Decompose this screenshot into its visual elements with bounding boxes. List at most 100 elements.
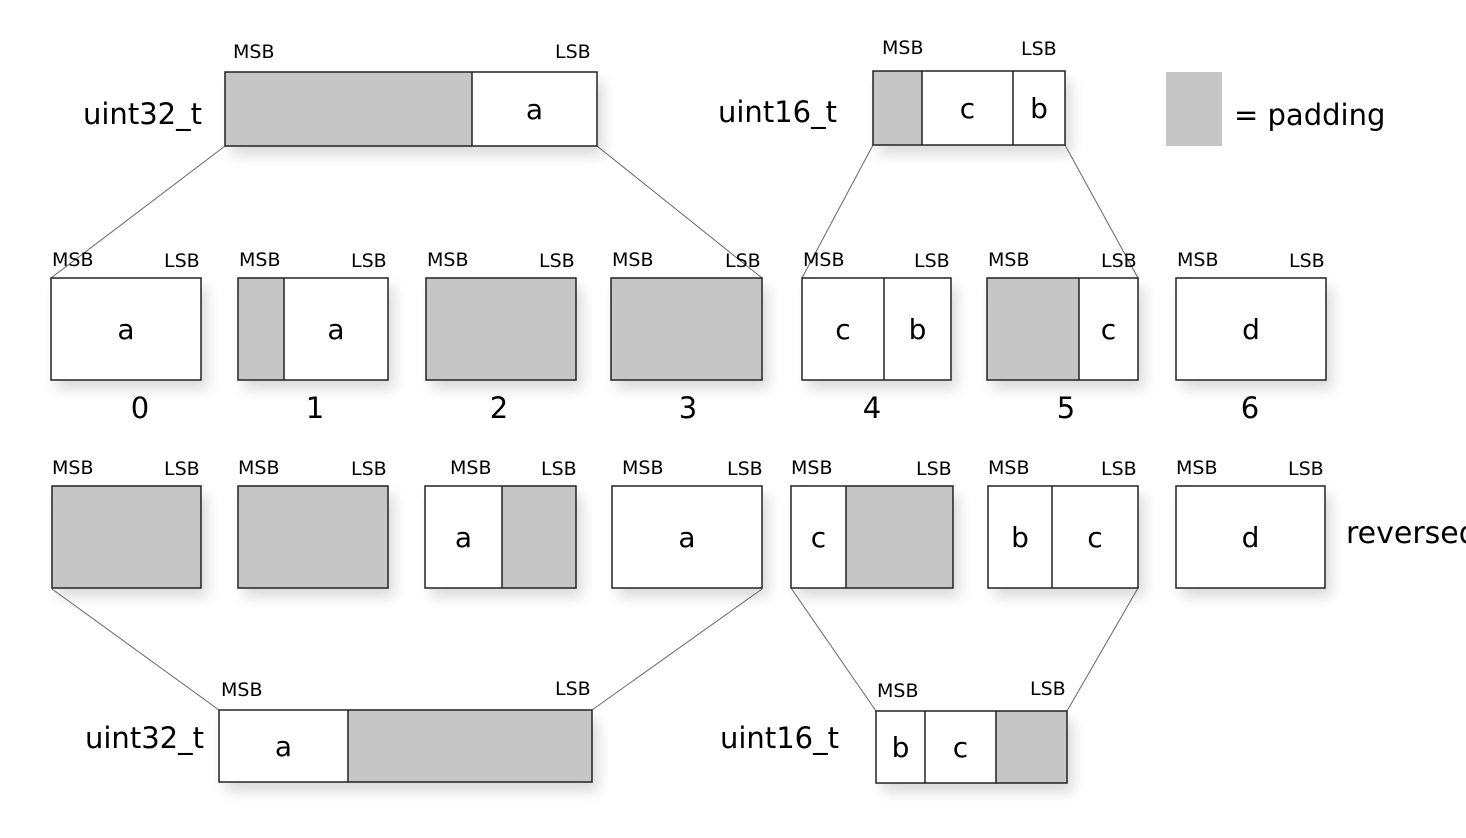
top-uint32-word-msb-label: MSB (233, 41, 275, 63)
byte-0-box-cell-a (51, 278, 201, 380)
reversed-byte-2-box-border (424, 485, 577, 589)
connector-top-u32-right (596, 145, 763, 279)
byte-4-box-cell-label: b (909, 313, 927, 346)
reversed-byte-5-box-border (987, 485, 1139, 589)
top-uint16-word-padding-cell (873, 71, 922, 145)
reversed-byte-6-box-msb-label: MSB (1176, 457, 1218, 479)
byte-2-box-border (425, 277, 577, 381)
byte-index-3: 3 (679, 391, 697, 425)
byte-0-box-border (50, 277, 202, 381)
byte-2-box-padding-cell (426, 278, 576, 380)
connector-bottom-u16-right (1066, 587, 1139, 712)
reversed-byte-1-box-lsb-label: LSB (351, 458, 387, 480)
byte-5-box-cell-c (1079, 278, 1138, 380)
bottom-uint32-word-border (218, 709, 593, 783)
byte-3-box-lsb-label: LSB (725, 250, 761, 272)
top-uint32-word-padding-cell (225, 72, 472, 146)
byte-index-4: 4 (863, 391, 881, 425)
reversed-byte-6-box-cell-d (1176, 486, 1325, 588)
byte-5-box-border (986, 277, 1139, 381)
reversed-byte-4-box-lsb-label: LSB (916, 458, 952, 480)
bottom-uint32-word-msb-label: MSB (221, 679, 263, 701)
reversed-byte-1-box-msb-label: MSB (238, 457, 280, 479)
byte-index-5: 5 (1057, 391, 1075, 425)
connector-bottom-u32-left (51, 588, 220, 711)
legend-label: = padding (1234, 98, 1385, 132)
byte-5-box-msb-label: MSB (988, 249, 1030, 271)
reversed-byte-2-box-msb-label: MSB (450, 457, 492, 479)
reversed-byte-4-box-cell-c (791, 486, 846, 588)
reversed-byte-0-box-lsb-label: LSB (164, 458, 200, 480)
top-uint32-word-lsb-label: LSB (555, 41, 591, 63)
reversed-byte-5-box-msb-label: MSB (988, 457, 1030, 479)
reversed-byte-6-box-lsb-label: LSB (1288, 458, 1324, 480)
byte-4-box-cell-b (884, 278, 951, 380)
byte-1-box-cell-a (284, 278, 388, 380)
reversed-label: reversed (1346, 516, 1466, 551)
byte-index-2: 2 (490, 391, 508, 425)
connector-top-u32-left (50, 145, 226, 279)
reversed-byte-1-box: MSB LSB (237, 457, 389, 589)
connector-lines (50, 144, 1139, 712)
reversed-byte-6-box-cell-label: d (1242, 521, 1260, 554)
byte-2-box-msb-label: MSB (427, 249, 469, 271)
bottom-uint16-word-cell-c (925, 711, 996, 783)
legend: = padding (1166, 72, 1385, 146)
bottom-uint16-word-border (875, 710, 1068, 784)
byte-4-box-msb-label: MSB (803, 249, 845, 271)
byte-0-box-lsb-label: LSB (164, 250, 200, 272)
byte-2-box: MSB LSB (425, 249, 577, 381)
byte-4-box-border (801, 277, 952, 381)
byte-6-box-cell-label: d (1242, 313, 1260, 346)
reversed-byte-0-box-msb-label: MSB (52, 457, 94, 479)
top-uint32-word-border (224, 71, 598, 147)
reversed-byte-3-box-border (611, 485, 763, 589)
reversed-byte-6-box-border (1175, 485, 1326, 589)
top-uint32-word-cell-a (472, 72, 597, 146)
reversed-byte-0-box: MSB LSB (51, 457, 202, 589)
reversed-byte-5-box-cell-label: c (1087, 521, 1102, 554)
connector-bottom-u16-left (790, 587, 877, 712)
bottom-uint16-word-cell-label: b (892, 731, 910, 764)
reversed-byte-3-box-msb-label: MSB (622, 457, 664, 479)
bottom-uint16-word-cell-label: c (953, 731, 968, 764)
reversed-byte-1-box-padding-cell (238, 486, 388, 588)
bottom-uint16-word-padding-cell (996, 711, 1067, 783)
byte-1-box-cell-label: a (327, 313, 344, 346)
connector-top-u16-right (1064, 144, 1139, 279)
reversed-byte-6-box: d MSB LSB (1175, 457, 1326, 589)
top-uint16-word-cell-label: b (1030, 92, 1048, 125)
reversed-byte-0-box-border (51, 485, 202, 589)
byte-1-box-border (237, 277, 389, 381)
top-uint16-word-msb-label: MSB (882, 37, 924, 59)
legend-padding-swatch (1166, 72, 1222, 146)
top-uint16-type-label: uint16_t (718, 95, 837, 129)
byte-4-box-cell-c (802, 278, 884, 380)
byte-3-box-border (610, 277, 763, 381)
reversed-byte-2-box-cell-a (425, 486, 502, 588)
byte-6-box-border (1175, 277, 1327, 381)
reversed-byte-2-box-lsb-label: LSB (541, 458, 577, 480)
byte-2-box-lsb-label: LSB (539, 250, 575, 272)
byte-0-box-msb-label: MSB (52, 249, 94, 271)
connector-bottom-u32-right (591, 588, 763, 711)
reversed-byte-4-box-msb-label: MSB (791, 457, 833, 479)
reversed-byte-3-box-cell-a (612, 486, 762, 588)
reversed-byte-3-box-cell-label: a (678, 521, 695, 554)
byte-1-box-lsb-label: LSB (351, 250, 387, 272)
byte-index-6: 6 (1241, 391, 1259, 425)
bottom-uint32-word-cell-label: a (275, 730, 292, 763)
reversed-byte-4-box-padding-cell (846, 486, 953, 588)
